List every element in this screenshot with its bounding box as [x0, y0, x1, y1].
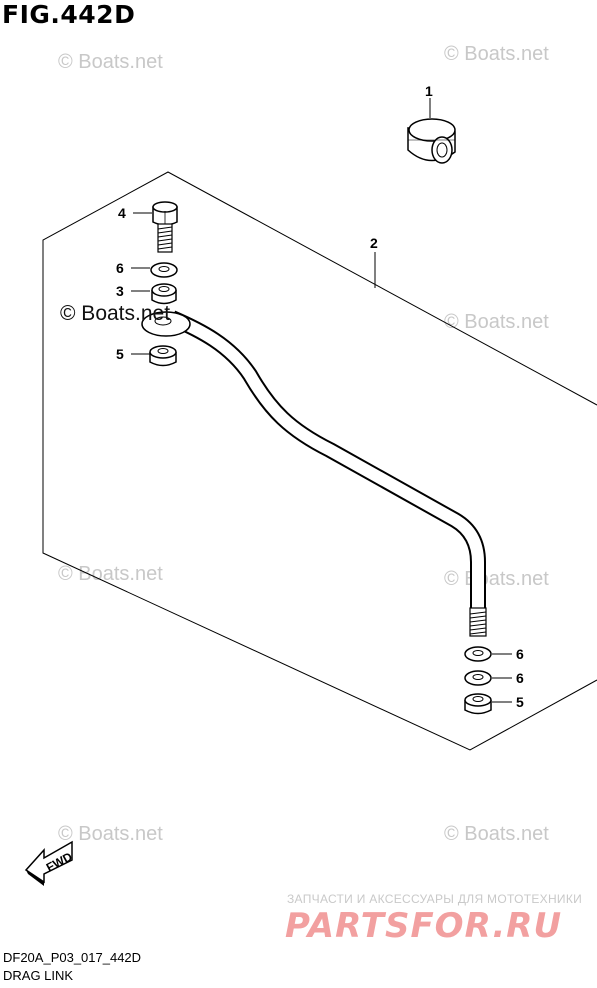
figure-title: FIG.442D [2, 0, 136, 29]
drawing-name: DRAG LINK [3, 968, 74, 983]
watermark-text: © Boats.net [58, 823, 163, 845]
callout-label: 6 [516, 670, 524, 686]
watermark-text: © Boats.net [58, 563, 163, 585]
watermark-text: © Boats.net [444, 43, 549, 65]
assembly-frame [42, 171, 597, 751]
callout-label: 4 [118, 205, 126, 221]
callout-label: 5 [516, 694, 524, 710]
part-lock-nut [131, 345, 177, 367]
watermark-text: © Boats.net [444, 311, 549, 333]
part-drag-link [141, 252, 487, 637]
drawing-code: DF20A_P03_017_442D [3, 950, 142, 965]
part-washer [464, 646, 512, 662]
callout-label: 3 [116, 283, 124, 299]
watermark-text: © Boats.net [444, 568, 549, 590]
callout-label: 2 [370, 235, 378, 251]
watermark-text: © Boats.net [58, 51, 163, 73]
part-lock-nut [464, 693, 512, 715]
part-bolt [133, 201, 178, 253]
watermark-main: © Boats.net [60, 302, 170, 325]
part-washer [131, 262, 178, 278]
callout-label: 6 [116, 260, 124, 276]
promo-brand: PARTSFOR.RU [285, 906, 563, 946]
callout-label: 6 [516, 646, 524, 662]
part-washer [464, 670, 512, 686]
watermark-text: © Boats.net [444, 823, 549, 845]
part-nut [407, 98, 456, 164]
fwd-arrow-icon: FWD [24, 840, 75, 886]
part-bushing [131, 283, 177, 305]
callout-label: 5 [116, 346, 124, 362]
callout-label: 1 [425, 83, 433, 99]
promo-tagline: ЗАПЧАСТИ И АКСЕССУАРЫ ДЛЯ МОТОТЕХНИКИ [287, 892, 583, 906]
